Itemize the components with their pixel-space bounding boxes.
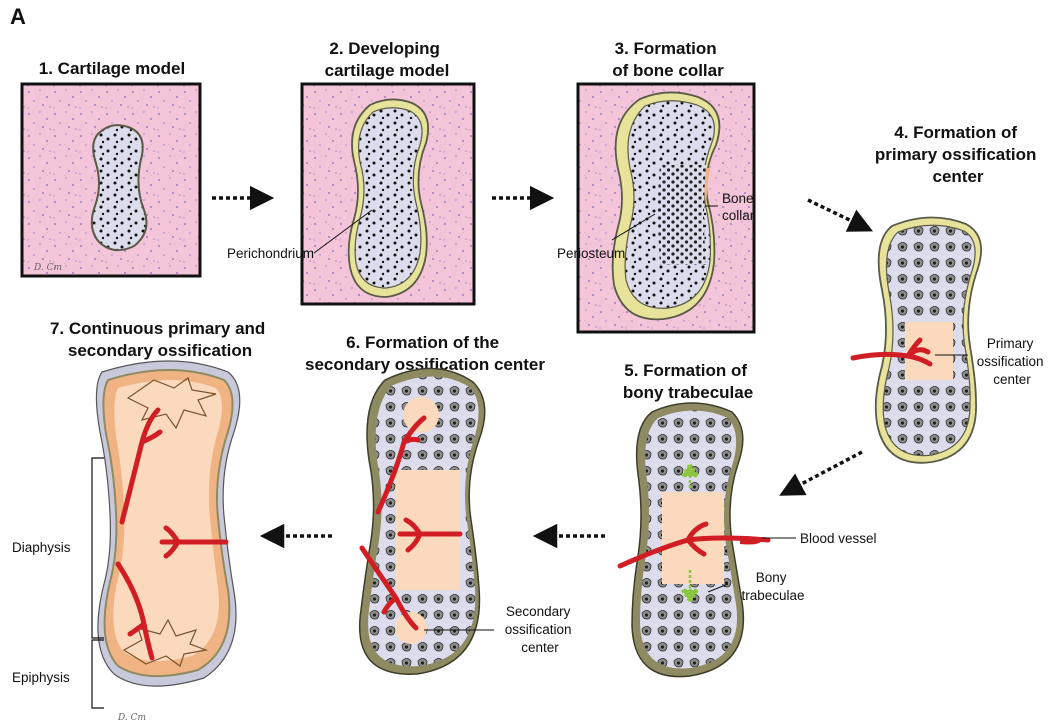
arrow-3-to-4 xyxy=(808,200,862,226)
signature: D. Cm xyxy=(33,263,62,273)
stage-7-title: 7. Continuous primary and secondary ossi… xyxy=(50,319,270,360)
stage-1: 1. Cartilage model D. Cm xyxy=(22,59,200,276)
primary-center-label: Primary ossification center xyxy=(977,336,1048,387)
perichondrium-label: Perichondrium xyxy=(227,246,314,261)
stage-5-title: 5. Formation of bony trabeculae xyxy=(623,361,753,402)
stage-7: 7. Continuous primary and secondary ossi… xyxy=(12,319,270,723)
stage-6-title: 6. Formation of the secondary ossificati… xyxy=(305,333,545,374)
hypertrophic-zone xyxy=(658,165,706,265)
cartilage-model xyxy=(92,125,147,250)
signature: D. Cm xyxy=(117,713,146,723)
stage-4: 4. Formation of primary ossification cen… xyxy=(853,123,1047,463)
diaphysis-label: Diaphysis xyxy=(12,540,71,555)
marrow-cavity xyxy=(113,380,222,661)
stage-3-title: 3. Formation of bone collar xyxy=(612,39,724,80)
bony-trabeculae-label: Bony trabeculae xyxy=(741,570,804,603)
stage-1-title: 1. Cartilage model xyxy=(39,59,185,78)
stage-4-title: 4. Formation of primary ossification cen… xyxy=(875,123,1041,186)
stage-2-title: 2. Developing cartilage model xyxy=(325,39,450,80)
secondary-center-proximal xyxy=(403,397,439,433)
stage-5: 5. Formation of bony trabeculae Blood ve… xyxy=(620,361,877,677)
epiphysis-label: Epiphysis xyxy=(12,670,70,685)
panel-letter: A xyxy=(10,4,26,29)
stage-3: 3. Formation of bone collar Bone collar … xyxy=(557,39,757,332)
stage-2: 2. Developing cartilage model Perichondr… xyxy=(227,39,474,304)
periosteum-label: Periosteum xyxy=(557,246,625,261)
stage-6: 6. Formation of the secondary ossificati… xyxy=(305,333,575,674)
secondary-center-distal xyxy=(395,612,427,644)
marrow-cavity xyxy=(396,470,460,590)
secondary-center-label: Secondary ossification center xyxy=(505,604,576,655)
arrow-4-to-5 xyxy=(790,452,862,490)
developing-cartilage-model xyxy=(355,108,422,288)
blood-vessel-label: Blood vessel xyxy=(800,531,877,546)
